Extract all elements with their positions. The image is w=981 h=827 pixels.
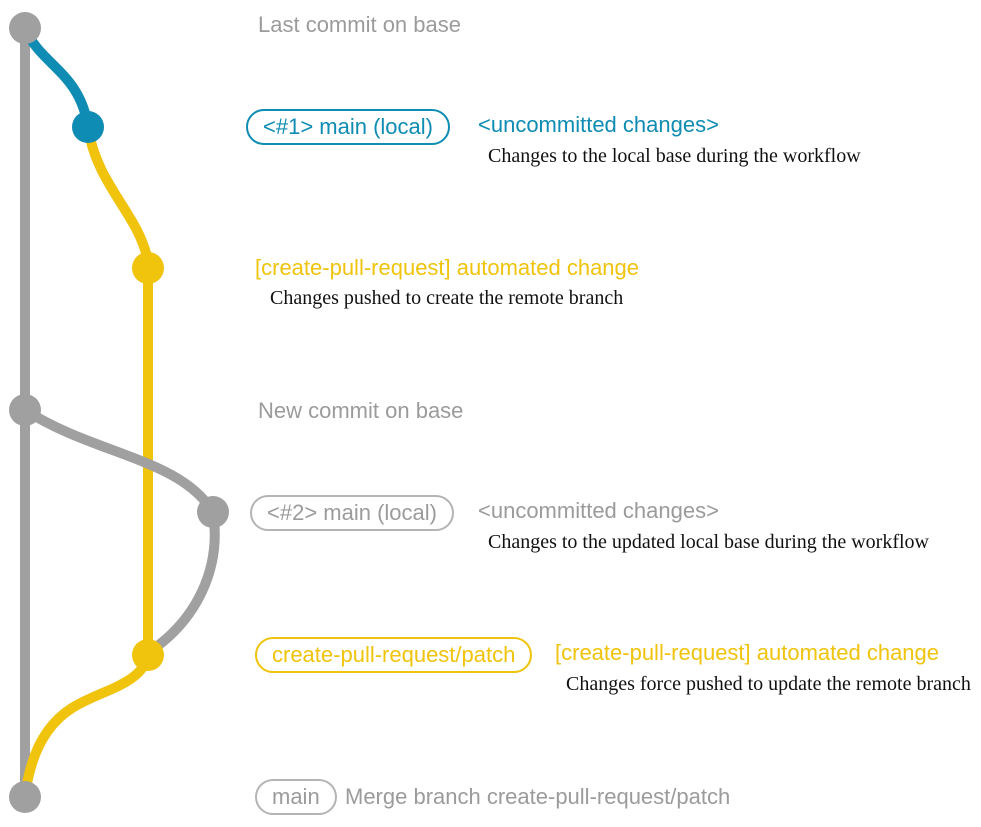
commit-dot-automated-change-1	[132, 252, 164, 284]
commit-dot-automated-change-2	[132, 639, 164, 671]
label-last-commit-on-base: Last commit on base	[258, 12, 461, 37]
branch-badge-main-local-1: <#1> main (local)	[246, 109, 450, 145]
branch-updated-main-out-line	[20, 405, 218, 517]
commit-message-automated-change-1: [create-pull-request] automated change	[255, 255, 640, 280]
commit-dot-main-local-1	[72, 111, 104, 143]
note-force-push-update-remote: Changes force pushed to update the remot…	[566, 673, 971, 695]
commit-dot-new-base	[9, 394, 41, 426]
branch-badge-main-local-2: <#2> main (local)	[250, 495, 454, 531]
branch-badge-main: main	[255, 779, 337, 815]
commit-message-uncommitted-1: <uncommitted changes>	[478, 112, 719, 137]
commit-dot-merge	[9, 781, 41, 813]
branch-updated-main-in-line	[147, 507, 220, 655]
note-local-base-changes: Changes to the local base during the wor…	[488, 145, 861, 167]
commit-message-merge-branch: Merge branch create-pull-request/patch	[345, 784, 731, 809]
branch-main-local-line	[20, 23, 93, 132]
label-new-commit-on-base: New commit on base	[258, 398, 464, 423]
branch-merge-line	[20, 650, 153, 802]
commit-message-automated-change-2: [create-pull-request] automated change	[555, 640, 940, 665]
commit-dot-last-base	[9, 12, 41, 44]
branch-create-pull-request-line	[83, 122, 153, 660]
note-updated-local-base-changes: Changes to the updated local base during…	[488, 531, 929, 553]
branch-badge-create-pull-request-patch: create-pull-request/patch	[255, 637, 533, 673]
note-push-create-remote: Changes pushed to create the remote bran…	[270, 287, 624, 309]
commit-dot-main-local-2	[197, 496, 229, 528]
commit-message-uncommitted-2: <uncommitted changes>	[478, 498, 719, 523]
